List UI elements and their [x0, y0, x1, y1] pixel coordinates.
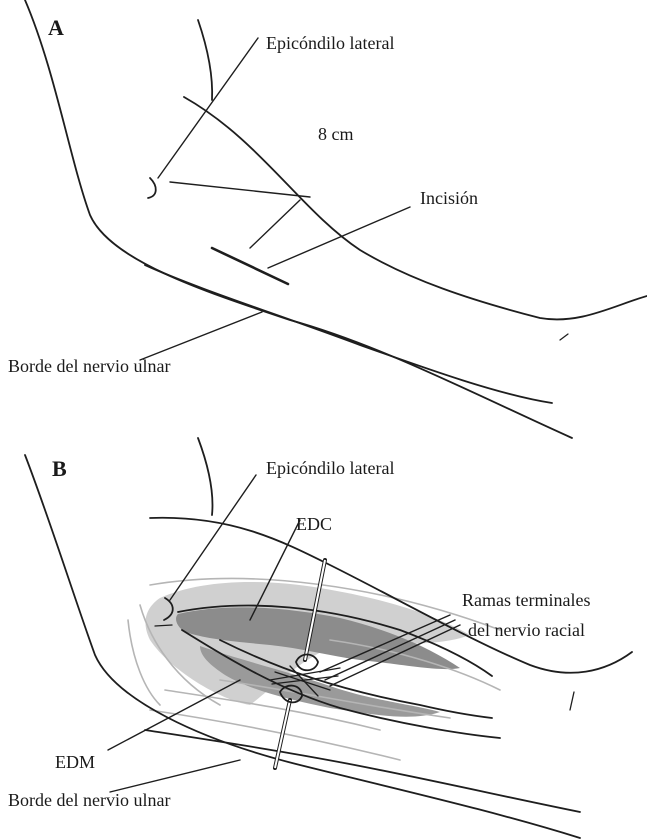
panel-b: B [8, 438, 632, 838]
leader-8cm-to-epicondyle [170, 182, 310, 197]
leader-ulnar-border [110, 760, 240, 792]
forearm-top-contour [184, 97, 647, 319]
wrist-crease [560, 334, 568, 340]
label-edm: EDM [55, 752, 95, 772]
label-ulnar-border-b: Borde del nervio ulnar [8, 790, 170, 810]
panel-a-letter: A [48, 15, 64, 40]
leader-8cm-to-incision [250, 200, 300, 248]
label-ulnar-border-a: Borde del nervio ulnar [8, 356, 170, 376]
label-edc: EDC [296, 514, 332, 534]
fiber-line [150, 710, 400, 760]
label-lateral-epicondyle-a: Epicóndilo lateral [266, 33, 394, 53]
label-terminal-branches-line2: del nervio racial [468, 620, 585, 640]
label-terminal-branches-line1: Ramas terminales [462, 590, 590, 610]
upper-arm-front-contour [198, 438, 212, 515]
leader-edm [108, 680, 240, 750]
leader-ulnar-border [140, 312, 262, 360]
panel-a: A Epicóndilo lateral 8 cm Incisión Borde… [8, 0, 647, 438]
panel-a-leaders [140, 38, 410, 360]
label-distance: 8 cm [318, 124, 354, 144]
upper-arm-front-contour [198, 20, 212, 100]
incision-line [212, 248, 288, 284]
leader-epicondyle [170, 475, 256, 600]
label-incision: Incisión [420, 188, 478, 208]
forearm-ulnar-contour [145, 730, 580, 812]
label-lateral-epicondyle-b: Epicóndilo lateral [266, 458, 394, 478]
leader-incision [268, 207, 410, 268]
panel-b-letter: B [52, 456, 67, 481]
wrist-crease [570, 692, 574, 710]
lateral-epicondyle-mark [148, 178, 156, 198]
